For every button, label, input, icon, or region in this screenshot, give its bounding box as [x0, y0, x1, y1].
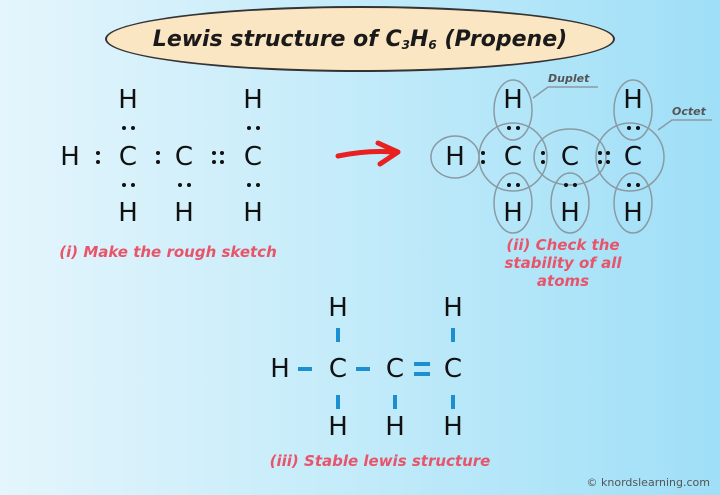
atom-c: C: [174, 142, 194, 172]
atom-h: H: [623, 198, 643, 228]
step1-caption: (i) Make the rough sketch: [59, 243, 277, 261]
atom-h: H: [174, 198, 194, 228]
atom-h: H: [60, 142, 80, 172]
title-prefix: Lewis structure of C: [152, 26, 402, 52]
atom-c: C: [560, 142, 580, 172]
atom-c: C: [623, 142, 643, 172]
atom-h: H: [623, 85, 643, 115]
atom-h: H: [328, 412, 348, 442]
atom-h: H: [328, 293, 348, 323]
atom-c: C: [243, 142, 263, 172]
copyright-credit: © knordslearning.com: [586, 476, 710, 489]
title-suffix: (Propene): [436, 26, 568, 52]
atom-h: H: [445, 142, 465, 172]
atom-h: H: [270, 354, 290, 384]
atom-c: C: [503, 142, 523, 172]
title-sub-6: 6: [428, 37, 437, 52]
atom-h: H: [560, 198, 580, 228]
step2-caption-line1: (ii) Check the stability of all: [504, 236, 622, 272]
atom-c: C: [385, 354, 405, 384]
atom-h: H: [118, 85, 138, 115]
atom-h: H: [503, 198, 523, 228]
title-h: H: [409, 26, 429, 52]
duplet-label: Duplet: [548, 72, 590, 85]
atom-h: H: [243, 85, 263, 115]
atom-h: H: [385, 412, 405, 442]
page-title: Lewis structure of C3H6 (Propene): [153, 27, 567, 52]
atom-c: C: [443, 354, 463, 384]
step3-caption: (iii) Stable lewis structure: [269, 452, 491, 470]
atom-h: H: [443, 293, 463, 323]
atom-c: C: [118, 142, 138, 172]
step2-caption: (ii) Check the stability of all atoms: [485, 236, 642, 290]
octet-label: Octet: [672, 105, 706, 118]
atom-h: H: [443, 412, 463, 442]
atom-h: H: [503, 85, 523, 115]
stability-circles: [430, 79, 712, 234]
atom-c: C: [328, 354, 348, 384]
title-banner: Lewis structure of C3H6 (Propene): [105, 6, 615, 72]
atom-h: H: [118, 198, 138, 228]
title-sub-3: 3: [401, 37, 410, 52]
step2-caption-line2: atoms: [536, 272, 590, 290]
atom-h: H: [243, 198, 263, 228]
